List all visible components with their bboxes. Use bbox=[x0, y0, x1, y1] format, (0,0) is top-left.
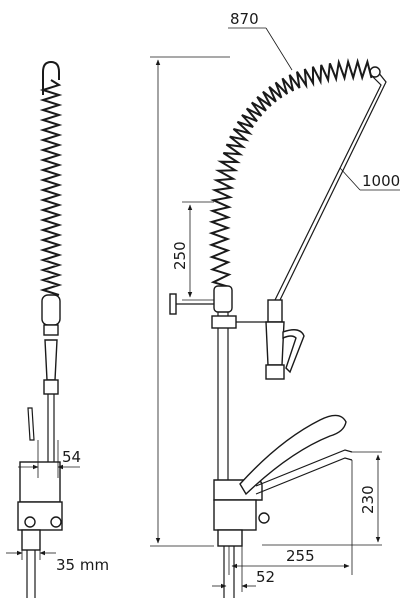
front-mixer-lever bbox=[239, 414, 347, 496]
dim-1000-label: 1000 bbox=[362, 172, 400, 190]
dim-870-label: 870 bbox=[230, 10, 259, 28]
front-gun-neck bbox=[267, 299, 283, 323]
front-mixer-base bbox=[217, 529, 243, 547]
side-spring-collar bbox=[43, 324, 59, 336]
dim-870-leader bbox=[265, 27, 293, 71]
front-column-collar bbox=[211, 315, 237, 329]
dim-255-label: 255 bbox=[286, 547, 315, 565]
side-spray-head bbox=[44, 339, 58, 381]
side-spray-nozzle bbox=[43, 379, 59, 395]
front-view: 870 1000 250 230 255 52 bbox=[150, 10, 400, 598]
front-wall-plate bbox=[169, 293, 177, 315]
dim-35-label: 35 mm bbox=[56, 556, 109, 574]
dim-250-label: 250 bbox=[171, 241, 189, 270]
front-spring-clamp bbox=[213, 285, 233, 313]
front-spout-top bbox=[255, 449, 353, 487]
side-mixer-body bbox=[19, 461, 61, 503]
front-mixer-body bbox=[213, 499, 257, 531]
side-view: 54 35 mm bbox=[6, 60, 109, 598]
side-coil-spring bbox=[39, 79, 63, 296]
front-mixer-knob bbox=[258, 512, 270, 524]
dim-54-label: 54 bbox=[62, 448, 81, 466]
front-coil-spring bbox=[208, 57, 373, 289]
side-valve-knob-2 bbox=[50, 516, 62, 528]
front-gun-body bbox=[265, 321, 285, 366]
front-arm-rod bbox=[279, 71, 387, 301]
dim-1000-leader bbox=[339, 167, 361, 191]
front-spout-bottom bbox=[255, 457, 353, 495]
side-top-hook bbox=[42, 60, 60, 95]
front-gun-nozzle bbox=[265, 364, 285, 380]
dim-52-label: 52 bbox=[256, 568, 275, 586]
front-arm-rod-inner bbox=[274, 75, 382, 301]
side-spring-clamp bbox=[41, 294, 61, 326]
side-valve-knob bbox=[24, 516, 36, 528]
front-gun-trigger bbox=[282, 329, 305, 374]
dim-230-label: 230 bbox=[359, 485, 377, 514]
side-lever bbox=[27, 407, 35, 441]
side-base-mount bbox=[21, 529, 41, 551]
